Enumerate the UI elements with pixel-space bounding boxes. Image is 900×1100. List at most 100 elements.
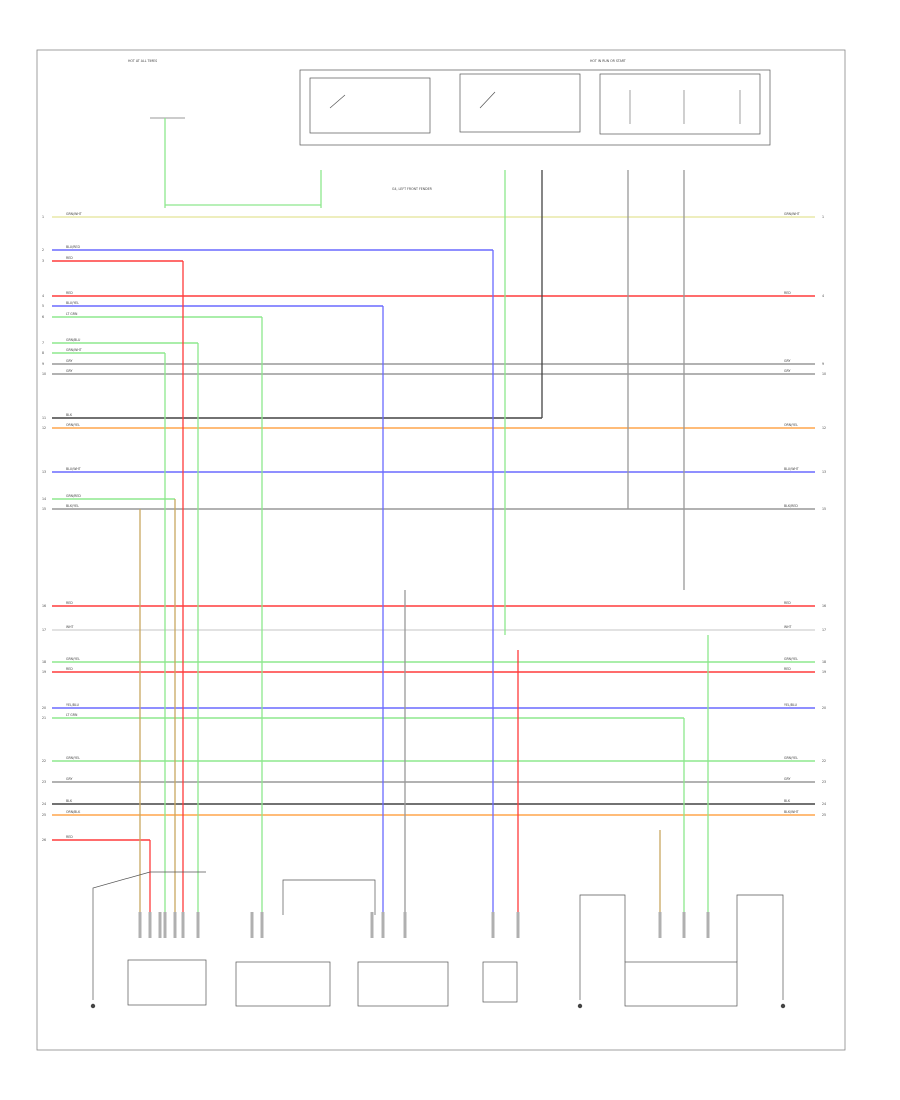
row-left-number: 6 — [42, 315, 44, 319]
harness-loop-mid — [282, 879, 376, 915]
connector-pin — [173, 912, 177, 938]
seat-heat-control — [624, 961, 738, 1007]
connector-pin — [250, 912, 254, 938]
row-right-label: BLU/WHT — [784, 467, 799, 471]
ground-icon — [780, 1003, 786, 1009]
row-left-number: 2 — [42, 248, 44, 252]
harness-loop-left — [92, 871, 206, 1000]
row-left-number: 22 — [42, 759, 46, 763]
connector-pin — [138, 912, 142, 938]
row-left-number: 8 — [42, 351, 44, 355]
row-left-label: GRN/YEL — [66, 756, 80, 760]
row-left-number: 12 — [42, 426, 46, 430]
ground-icon — [577, 1003, 583, 1009]
row-right-number: 25 — [822, 813, 826, 817]
row-left-label: RED — [66, 667, 73, 671]
connector-pin — [516, 912, 520, 938]
connector-pin — [706, 912, 710, 938]
connector-pin — [196, 912, 200, 938]
connector-pin — [682, 912, 686, 938]
row-left-label: GRN/YEL — [66, 657, 80, 661]
row-right-number: 18 — [822, 660, 826, 664]
row-left-number: 17 — [42, 628, 46, 632]
row-right-label: BLK/WHT — [784, 810, 799, 814]
row-left-label: GRN/BLU — [66, 338, 81, 342]
row-left-number: 20 — [42, 706, 46, 710]
row-right-number: 23 — [822, 780, 826, 784]
row-left-label: BLK — [66, 413, 73, 417]
row-right-label: GRN/WHT — [784, 212, 800, 216]
connector-pin — [658, 912, 662, 938]
relay-1-contact — [329, 94, 346, 109]
seat-switch-driver — [127, 959, 207, 1006]
row-right-number: 4 — [822, 294, 824, 298]
row-right-label: WHT — [784, 625, 792, 629]
row-left-number: 19 — [42, 670, 46, 674]
row-left-label: LT GRN — [66, 312, 78, 316]
row-left-number: 7 — [42, 341, 44, 345]
row-right-number: 13 — [822, 470, 826, 474]
connector-pin — [403, 912, 407, 938]
row-right-label: BLK/RED — [784, 504, 798, 508]
seat-module-r — [357, 961, 449, 1007]
row-right-number: 9 — [822, 362, 824, 366]
relay-2-contact — [479, 91, 496, 109]
fuse-box-right-label: HOT IN RUN OR START — [590, 59, 626, 63]
row-right-label: ORN/YEL — [784, 423, 798, 427]
ground-note: G4, LEFT FRONT FENDER — [392, 187, 433, 191]
fuse-box-left-label: HOT AT ALL TIMES — [128, 59, 157, 63]
row-left-number: 26 — [42, 838, 46, 842]
row-right-number: 24 — [822, 802, 826, 806]
harness-loop-right — [579, 894, 626, 1000]
row-left-number: 24 — [42, 802, 46, 806]
row-right-label: GRN/YEL — [784, 756, 798, 760]
row-left-label: RED — [66, 601, 73, 605]
row-left-label: GRN/RED — [66, 494, 81, 498]
row-left-number: 9 — [42, 362, 44, 366]
row-left-label: GRY — [66, 359, 72, 363]
row-left-label: BLK — [66, 799, 73, 803]
row-right-label: YEL/BLU — [784, 703, 798, 707]
connector-pin — [181, 912, 185, 938]
row-left-label: YEL/BLU — [66, 703, 80, 707]
row-left-label: GRN/WHT — [66, 212, 82, 216]
relay-2 — [459, 73, 581, 133]
row-left-number: 10 — [42, 372, 46, 376]
row-left-number: 5 — [42, 304, 44, 308]
connector-pin — [381, 912, 385, 938]
row-right-label: GRY — [784, 777, 790, 781]
row-left-number: 3 — [42, 259, 44, 263]
row-right-label: RED — [784, 667, 791, 671]
row-left-label: BLU/WHT — [66, 467, 81, 471]
row-left-label: ORN/BLK — [66, 810, 81, 814]
bottom-components — [92, 871, 784, 1007]
row-left-label: ORN/YEL — [66, 423, 80, 427]
row-right-label: RED — [784, 601, 791, 605]
connector-pin — [148, 912, 152, 938]
row-left-number: 21 — [42, 716, 46, 720]
row-right-number: 19 — [822, 670, 826, 674]
row-left-label: RED — [66, 291, 73, 295]
harness-loop-far-right — [736, 894, 784, 1000]
row-left-number: 16 — [42, 604, 46, 608]
relay-1 — [309, 77, 431, 134]
connector-pin — [491, 912, 495, 938]
row-right-number: 16 — [822, 604, 826, 608]
diagram-frame — [36, 49, 846, 1051]
connector-pin — [163, 912, 167, 938]
row-left-label: GRY — [66, 369, 72, 373]
row-right-number: 17 — [822, 628, 826, 632]
row-left-label: BLU/YEL — [66, 301, 79, 305]
fuse-relay-block — [150, 69, 771, 206]
row-right-label: GRY — [784, 369, 790, 373]
row-left-number: 13 — [42, 470, 46, 474]
row-left-number: 18 — [42, 660, 46, 664]
row-right-number: 15 — [822, 507, 826, 511]
row-right-number: 20 — [822, 706, 826, 710]
row-right-number: 12 — [822, 426, 826, 430]
row-left-label: RED — [66, 835, 73, 839]
row-left-number: 11 — [42, 416, 46, 420]
fuse-panel — [599, 73, 761, 135]
